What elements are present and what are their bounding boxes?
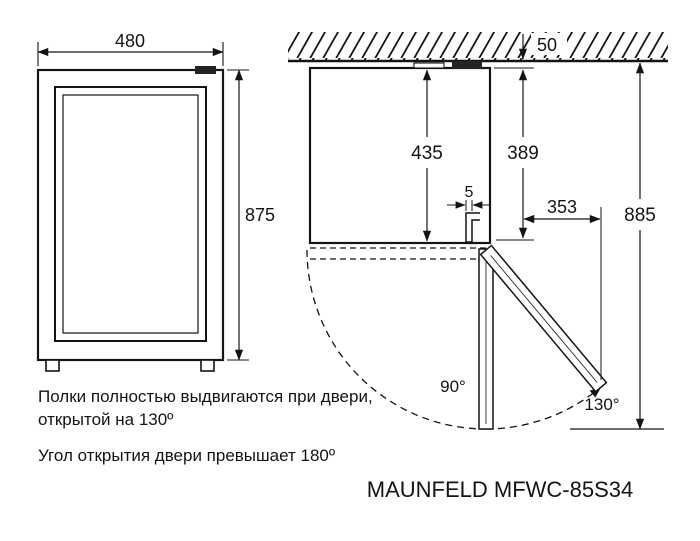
open-clearance-label: 353: [547, 197, 577, 217]
dim-door-height: 389: [494, 67, 539, 241]
total-height-label: 885: [624, 205, 656, 226]
cabinet-side-outline: [308, 66, 492, 245]
wall-hatch: [288, 32, 668, 60]
side-view: 50 435 389 5 353: [288, 32, 668, 430]
foot-left: [45, 359, 60, 372]
notes-block: Полки полностью выдвигаются при двери, о…: [38, 387, 373, 465]
dim-inner-depth: 435: [411, 69, 443, 242]
door-swing-arc: [306, 249, 487, 430]
dim-front-width: 480: [37, 31, 224, 66]
foot-right: [200, 359, 215, 372]
note-line-2: открытой на 130º: [38, 410, 173, 429]
top-vent: [413, 62, 445, 69]
inner-depth-label: 435: [411, 143, 443, 164]
angle-130-label: 130°: [584, 395, 619, 414]
glass-panel: [62, 94, 199, 334]
door-open-130: [479, 244, 608, 393]
top-clearance-label: 50: [537, 35, 557, 55]
door-height-label: 389: [507, 143, 539, 164]
front-height-label: 875: [245, 205, 275, 225]
dim-top-clearance: 50: [518, 33, 567, 60]
dim-hinge-gap: 5: [447, 184, 491, 211]
door-130-inner-line: [490, 255, 598, 383]
door-open-90: [478, 248, 494, 430]
hinge-gap-label: 5: [465, 184, 474, 201]
top-hinge-block: [452, 61, 482, 69]
hinge-block: [195, 66, 216, 74]
model-title: MAUNFELD MFWC-85S34: [367, 477, 633, 502]
note-line-1: Полки полностью выдвигаются при двери,: [38, 387, 373, 406]
dim-front-height: 875: [227, 69, 275, 361]
angle-90-label: 90°: [440, 377, 466, 396]
door-swing-arc-extension: [485, 386, 602, 430]
front-view: 480 875: [36, 31, 275, 372]
door-handle: [465, 212, 480, 243]
front-width-label: 480: [115, 31, 145, 51]
note-line-3: Угол открытия двери превышает 180º: [38, 446, 335, 465]
dim-total-height: 885: [570, 62, 664, 430]
label-backing: [531, 33, 567, 55]
dim-open-clearance: 353: [523, 197, 602, 380]
